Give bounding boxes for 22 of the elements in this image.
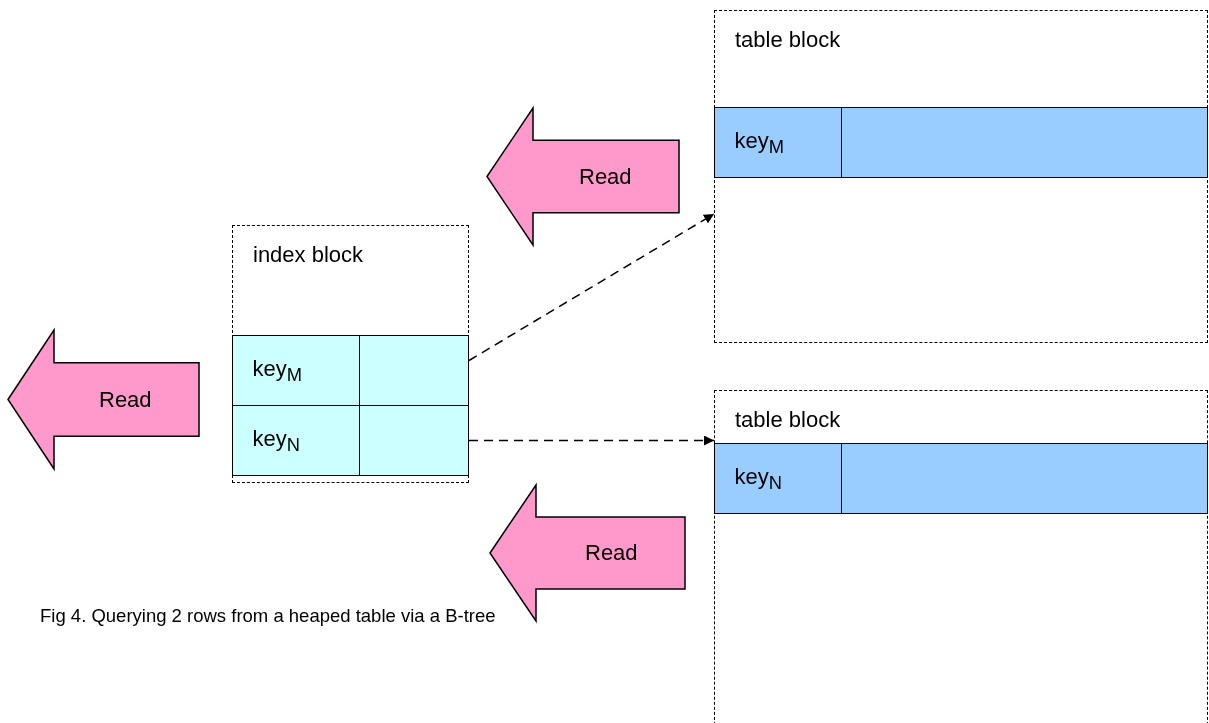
dashed-arrow [468,213,715,362]
block-title: index block [253,244,364,266]
left-arrow-shape [487,108,679,245]
pointer-cell [358,334,469,406]
row-data-cell [840,106,1208,178]
pointer-cell [358,404,469,476]
arrow-label: Read [585,542,638,564]
block-title: table block [735,29,841,51]
dashed-block-frame [714,390,1208,723]
arrow-label: Read [579,165,632,188]
row-data-cell [840,442,1208,514]
key-cell: key$_{M}$ [231,334,360,406]
arrow-label: Read [99,388,152,411]
left-arrow-shape [8,330,199,469]
key-cell: key$_{N}$ [231,404,360,476]
key-cell: key$_{N}$ [713,442,842,514]
figure-caption: Fig 4. Querying 2 rows from a heaped table via a B-tree [40,607,496,626]
dashed-block-frame [714,10,1208,343]
dashed-arrow [468,435,715,446]
dashed-block-frame [232,225,469,483]
key-cell: key$_{M}$ [713,106,842,178]
block-title: table block [735,409,841,431]
